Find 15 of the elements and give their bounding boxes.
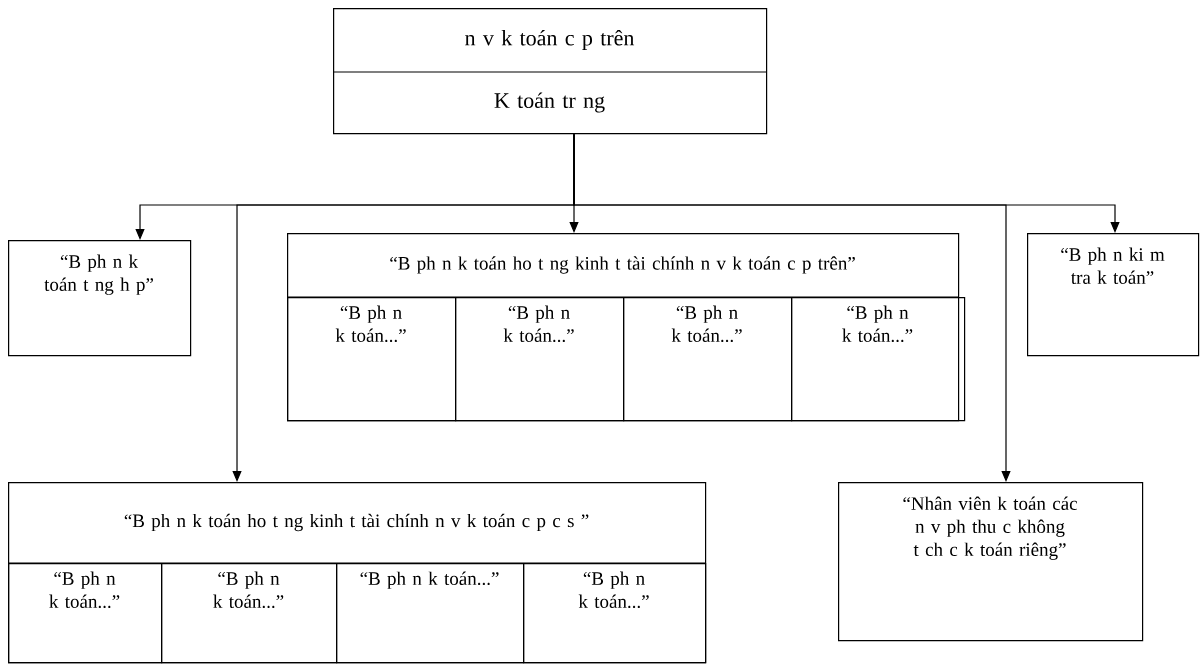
box-text: “B ph n k toán...” xyxy=(578,571,649,609)
box-text: “B ph n k toán t ng h p” xyxy=(44,254,153,295)
box-text: “B ph n k toán...” xyxy=(503,305,574,343)
box-heading: n v k toán c p trên xyxy=(465,30,635,50)
box-text: “B ph n k toán...” xyxy=(213,571,284,609)
box-text: “B ph n k toán...” xyxy=(671,305,742,343)
box-text: “B ph n k toán...” xyxy=(842,305,913,343)
box-text: “Nhân viên k toán các n v ph thu c không t ch c k toán riêng” xyxy=(903,496,1077,560)
box-text: “B ph n k toán...” xyxy=(360,571,499,589)
box-text: “B ph n ki m tra k toán” xyxy=(1061,247,1165,284)
box-heading: “B ph n k toán ho t ng kinh t tài chính n v k toán c p trên” xyxy=(390,256,855,274)
box-heading: “B ph n k toán ho t ng kinh t tài chính n v k toán c p c s ” xyxy=(124,513,589,532)
box-text: “B ph n k toán...” xyxy=(49,571,120,609)
box-text: K toán tr ng xyxy=(494,92,605,113)
box-text: “B ph n k toán...” xyxy=(335,305,406,343)
